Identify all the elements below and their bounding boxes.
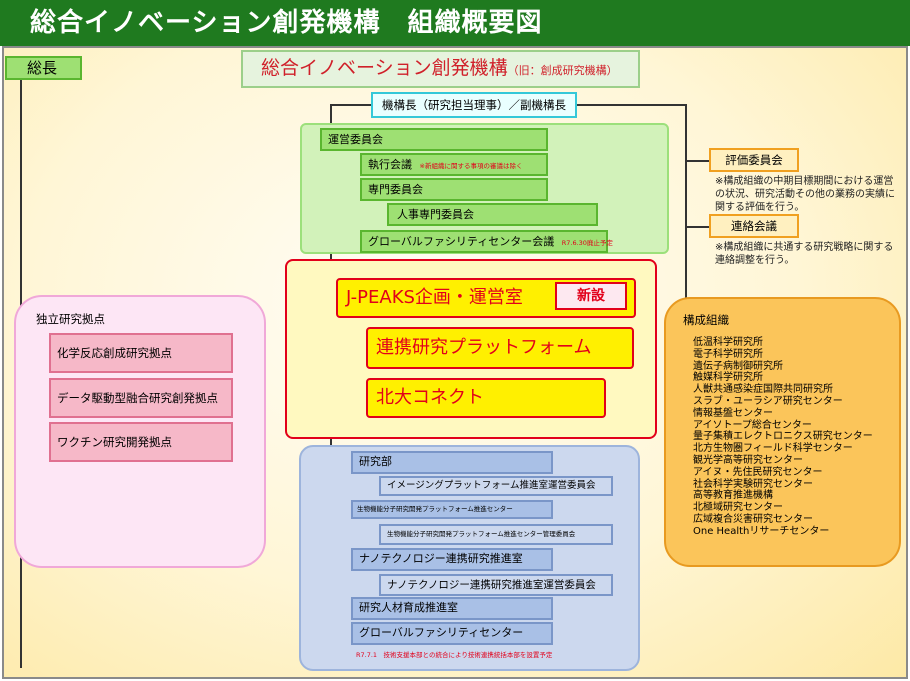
constituent-item: 観光学高等研究センター (693, 454, 803, 466)
constituent-item: 北方生物圏フィールド科学センター (693, 443, 853, 455)
connector-right-v (685, 104, 687, 300)
gfc-meeting: グローバルファシリティセンター会議 R7.6.30廃止予定 (360, 230, 613, 253)
connector-director-right (576, 104, 686, 106)
hokudai-connect: 北大コネクト (366, 378, 606, 418)
president-box: 総長 (5, 56, 82, 80)
org-title-main: 総合イノベーション創発機構 (261, 57, 508, 79)
constituent-item: 遺伝子病制御研究所 (693, 360, 783, 372)
connector-eval (685, 160, 709, 162)
research-note: R7.7.1 技術支援本部との統合により技術連携統括本部を設置予定 (356, 651, 553, 659)
constituent-item: 触媒科学研究所 (693, 372, 763, 384)
new-badge: 新設 (555, 282, 627, 310)
constituent-panel (664, 297, 901, 567)
gfc-meeting-label: グローバルファシリティセンター会議 (368, 235, 555, 248)
expert-committee: 専門委員会 (360, 178, 548, 201)
connector-director-top (330, 104, 372, 106)
constituent-title: 構成組織 (683, 313, 729, 327)
imaging-committee: イメージングプラットフォーム推進室運営委員会 (379, 476, 613, 496)
exec-meeting-note: ※新組織に関する事項の審議は除く (419, 162, 523, 170)
constituent-item: アイソトープ総合センター (693, 419, 812, 431)
constituent-item: One Healthリサーチセンター (693, 525, 830, 537)
constituent-item: 社会科学実験研究センター (693, 478, 813, 490)
constituent-item: 高等教育推進機構 (693, 490, 773, 502)
exec-meeting: 執行会議 ※新組織に関する事項の審議は除く (360, 153, 548, 176)
constituent-item: スラブ・ユーラシア研究センター (693, 395, 843, 407)
constituent-item: 情報基盤センター (693, 407, 773, 419)
exec-meeting-label: 執行会議 (368, 158, 412, 171)
independent-title: 独立研究拠点 (36, 312, 105, 326)
nano-office: ナノテクノロジー連携研究推進室 (351, 548, 553, 571)
constituent-item: 量子集積エレクトロニクス研究センター (693, 431, 873, 443)
page-title: 総合イノベーション創発機構 組織概要図 (0, 0, 910, 46)
indep-data-driven: データ駆動型融合研究創発拠点 (49, 378, 233, 418)
bio-platform-committee: 生物機能分子研究開発プラットフォーム推進センター管理委員会 (379, 524, 613, 545)
constituent-item: 広域複合災害研究センター (693, 513, 813, 525)
nano-committee: ナノテクノロジー連携研究推進室運営委員会 (379, 574, 613, 596)
indep-chemical-reaction: 化学反応創成研究拠点 (49, 333, 233, 373)
indep-vaccine: ワクチン研究開発拠点 (49, 422, 233, 462)
bio-platform-center: 生物機能分子研究開発プラットフォーム推進センター (351, 500, 553, 519)
liaison-meeting: 連絡会議 (709, 214, 799, 238)
hr-office: 研究人材育成推進室 (351, 597, 553, 620)
constituent-item: 低温科学研究所 (693, 337, 763, 348)
constituent-item: 北極域研究センター (693, 502, 783, 514)
connector-liaison (685, 226, 709, 228)
personnel-committee: 人事専門委員会 (387, 203, 598, 226)
gfc-center: グローバルファシリティセンター (351, 622, 553, 645)
director-box: 機構長（研究担当理事）／副機構長 (371, 92, 577, 118)
constituent-item: アイヌ・先住民研究センター (693, 466, 823, 478)
org-title-sub: （旧：創成研究機構） (507, 64, 618, 77)
evaluation-committee: 評価委員会 (709, 148, 799, 172)
steering-committee: 運営委員会 (320, 128, 548, 151)
evaluation-note: ※構成組織の中期目標期間における運営の状況、研究活動その他の業務の実績に関する評… (715, 176, 895, 213)
collab-platform: 連携研究プラットフォーム (366, 327, 634, 369)
constituent-item: 人獣共通感染症国際共同研究所 (693, 384, 833, 396)
gfc-meeting-note: R7.6.30廃止予定 (561, 239, 613, 247)
constituent-item: 電子科学研究所 (693, 348, 763, 360)
org-title: 総合イノベーション創発機構（旧：創成研究機構） (241, 50, 640, 88)
liaison-note: ※構成組織に共通する研究戦略に関する連絡調整を行う。 (715, 242, 894, 266)
research-dept: 研究部 (351, 451, 553, 474)
constituent-list: 低温科学研究所 電子科学研究所 遺伝子病制御研究所 触媒科学研究所 人獣共通感染… (693, 337, 873, 538)
